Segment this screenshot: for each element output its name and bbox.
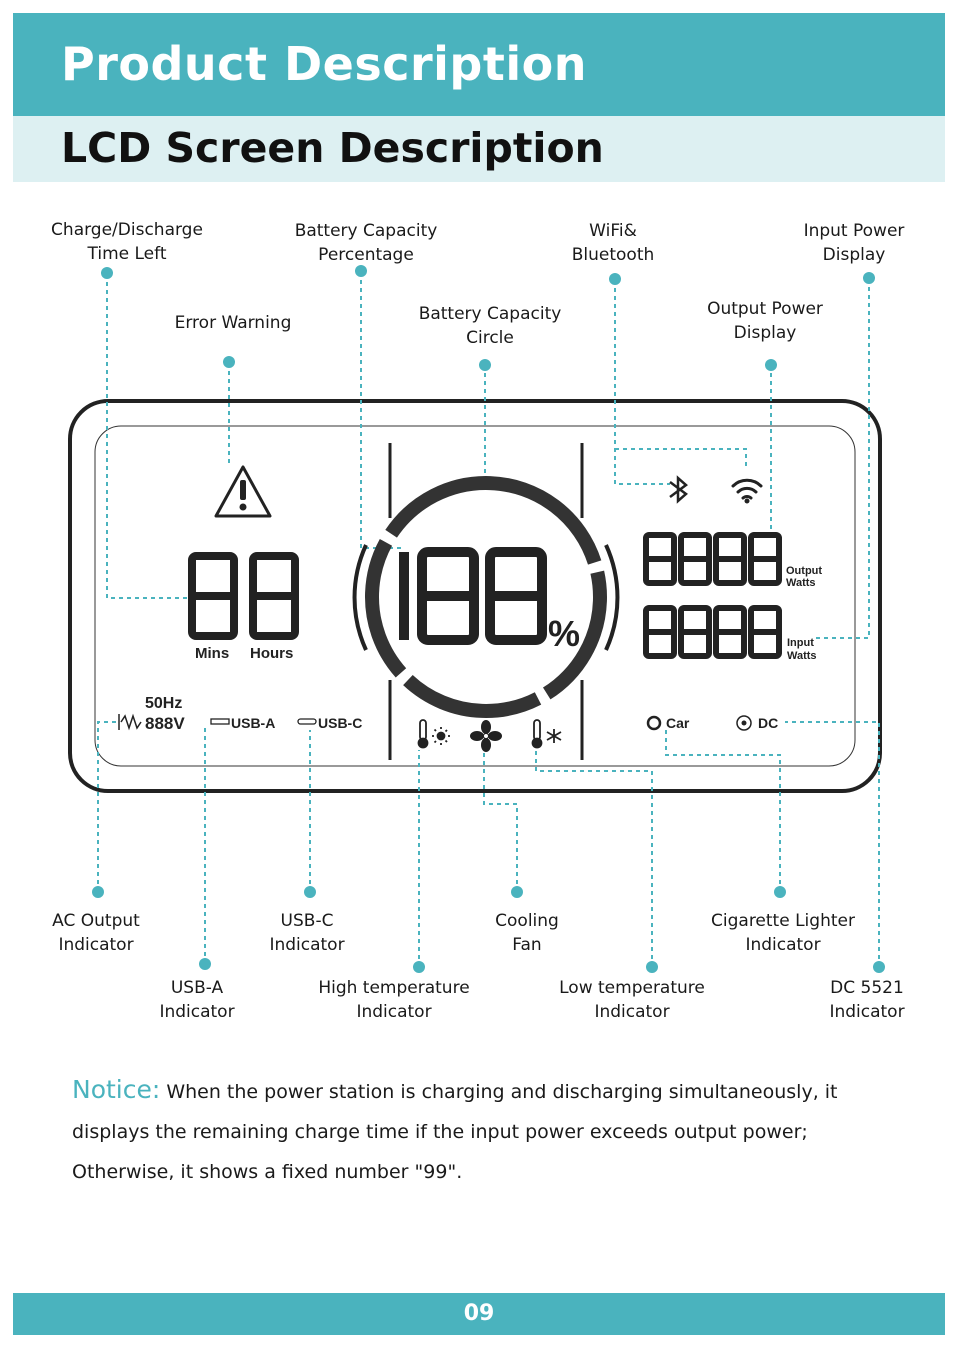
output-label: Output: [786, 565, 822, 577]
notice-text: When the power station is charging and d…: [72, 1081, 838, 1183]
usba-label: USB-A: [231, 715, 275, 731]
hours-label: Hours: [250, 645, 293, 662]
time-digits: [188, 552, 299, 640]
usbc-port-icon: [297, 718, 317, 725]
footer-bar: 09: [13, 1293, 945, 1335]
hz-label: 50Hz: [145, 695, 182, 712]
car-indicator-icon: [646, 715, 662, 731]
output-digits: [643, 532, 782, 586]
lcd-outer-frame: [68, 399, 882, 793]
dc-label: DC: [758, 715, 778, 731]
usba-port-icon: [210, 718, 230, 725]
page-title: Product Description: [61, 37, 587, 91]
notice-paragraph: Notice: When the power station is chargi…: [72, 1070, 892, 1192]
notice-label: Notice:: [72, 1075, 161, 1104]
header-bar: Product Description: [13, 13, 945, 116]
label-wifi-bt: WiFi&Bluetooth: [571, 221, 655, 265]
section-title: LCD Screen Description: [61, 124, 604, 172]
page-number: 09: [463, 1301, 495, 1326]
battery-circle: [365, 476, 607, 719]
low-temp-icon: [531, 719, 562, 749]
percent-sign: %: [548, 613, 580, 654]
dc-indicator-icon: [736, 715, 752, 731]
usbc-label: USB-C: [318, 715, 362, 731]
bluetooth-icon: [669, 475, 688, 504]
leader-dots: [92, 265, 885, 973]
input-digits: [643, 605, 782, 659]
ac-wave-icon: [118, 713, 142, 731]
section-bar: LCD Screen Description: [13, 116, 945, 182]
voltage-label: 888V: [145, 714, 185, 733]
fan-icon: [470, 720, 502, 752]
mins-label: Mins: [195, 645, 229, 662]
high-temp-icon: [417, 719, 450, 749]
car-label: Car: [666, 715, 690, 731]
percent-digits: [399, 547, 547, 645]
warning-icon: [214, 465, 272, 518]
input-watts-label: Watts: [787, 650, 817, 662]
output-watts-label: Watts: [786, 577, 816, 589]
label-error-warning: Error Warning: [174, 313, 292, 333]
input-label: Input: [787, 637, 814, 649]
wifi-icon: [731, 478, 763, 500]
lcd-inner-frame: [94, 425, 856, 767]
